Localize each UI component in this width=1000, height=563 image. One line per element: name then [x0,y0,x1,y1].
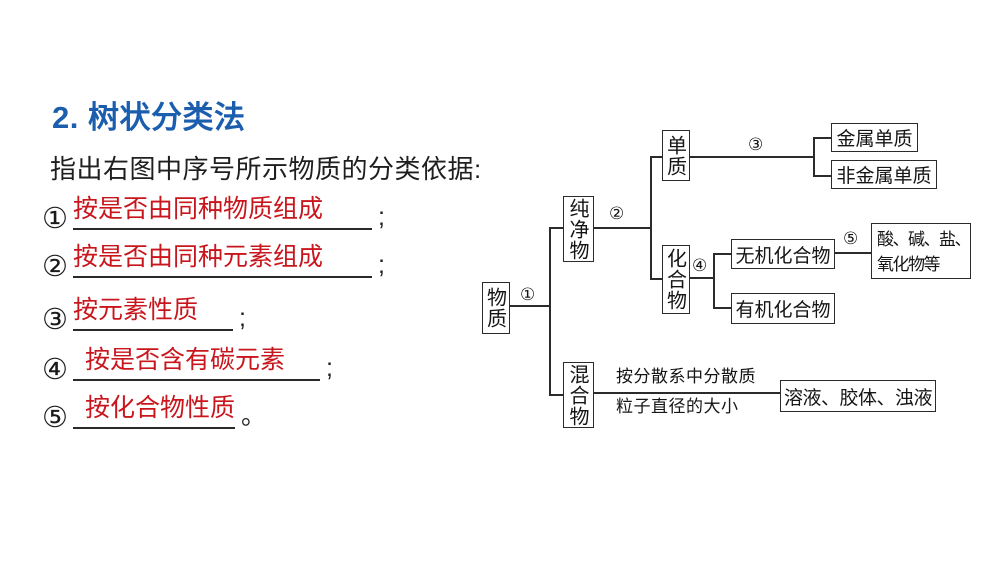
question-row-3: ③ 按元素性质 ; [42,289,246,336]
answer-blank-1: 按是否由同种物质组成 [73,190,372,230]
connector-to-compound [650,278,664,280]
question-row-5: ⑤ 按化合物性质 。 [42,387,267,434]
answer-blank-5: 按化合物性质 [73,389,235,429]
connector-branch4 [713,253,715,309]
answer-blank-3: 按元素性质 [73,291,233,331]
node-inorganic-compound: 无机化合物 [731,239,835,269]
node-pure-substance: 纯净物 [563,196,594,262]
connector-matter [509,305,551,307]
connector-branch3 [813,137,815,177]
circled-number-4: ④ [42,352,68,386]
punct-2: ; [378,251,385,279]
answer-blank-2: 按是否由同种元素组成 [73,238,372,278]
connector-element [689,156,815,158]
connector-to-mixture [549,394,565,396]
connector-to-element [650,156,664,158]
mixture-rule-line-2: 粒子直径的大小 [616,397,739,417]
punct-1: ; [378,203,385,231]
connector-inorganic [834,252,872,254]
connector-to-pure [549,227,565,229]
circled-number-5: ⑤ [42,400,68,434]
circled-number-3: ③ [42,302,68,336]
acid-line-2: 氧化物等 [877,254,941,275]
question-row-1: ① 按是否由同种物质组成 ; [42,188,385,235]
node-solution-colloid-turbid: 溶液、胶体、浊液 [780,380,936,412]
node-organic-compound: 有机化合物 [731,293,835,324]
branch-label-1: ① [520,285,536,305]
node-element: 单质 [662,130,690,181]
branch-label-3: ③ [748,135,764,155]
question-row-4: ④ 按是否含有碳元素 ; [42,339,333,386]
answer-text-1: 按是否由同种物质组成 [73,194,324,223]
connector-branch2 [650,156,652,280]
mixture-rule-line-1: 按分散系中分散质 [616,367,756,387]
answer-blank-4: 按是否含有碳元素 [73,341,320,381]
question-row-2: ② 按是否由同种元素组成 ; [42,236,385,283]
connector-branch1 [549,227,551,396]
connector-mixture [593,392,781,394]
punct-3: ; [239,304,246,332]
answer-text-5: 按化合物性质 [85,393,236,422]
connector-pure [593,227,652,229]
connector-to-organic [713,307,733,309]
punct-5: 。 [241,402,267,430]
branch-label-4: ④ [692,256,708,276]
node-compound: 化合物 [662,245,690,314]
answer-text-2: 按是否由同种元素组成 [73,242,324,271]
node-matter: 物质 [482,282,510,334]
branch-label-2: ② [609,204,625,224]
node-nonmetal-element: 非金属单质 [831,160,937,189]
page-title: 2. 树状分类法 [52,100,246,135]
connector-to-inorganic [713,253,733,255]
node-acid-base-salt-oxide: 酸、碱、盐、 氧化物等 [871,223,972,279]
answer-text-3: 按元素性质 [73,295,199,324]
connector-to-metal [813,137,833,139]
circled-number-1: ① [42,201,68,235]
node-metal-element: 金属单质 [831,123,918,152]
connector-compound [689,277,715,279]
acid-line-1: 酸、碱、盐、 [877,229,972,250]
intro-text: 指出右图中序号所示物质的分类依据: [50,154,482,184]
node-mixture: 混合物 [563,362,594,428]
punct-4: ; [326,354,333,382]
connector-to-nonmetal [813,175,833,177]
circled-number-2: ② [42,249,68,283]
branch-label-5: ⑤ [843,229,859,249]
answer-text-4: 按是否含有碳元素 [85,345,286,374]
